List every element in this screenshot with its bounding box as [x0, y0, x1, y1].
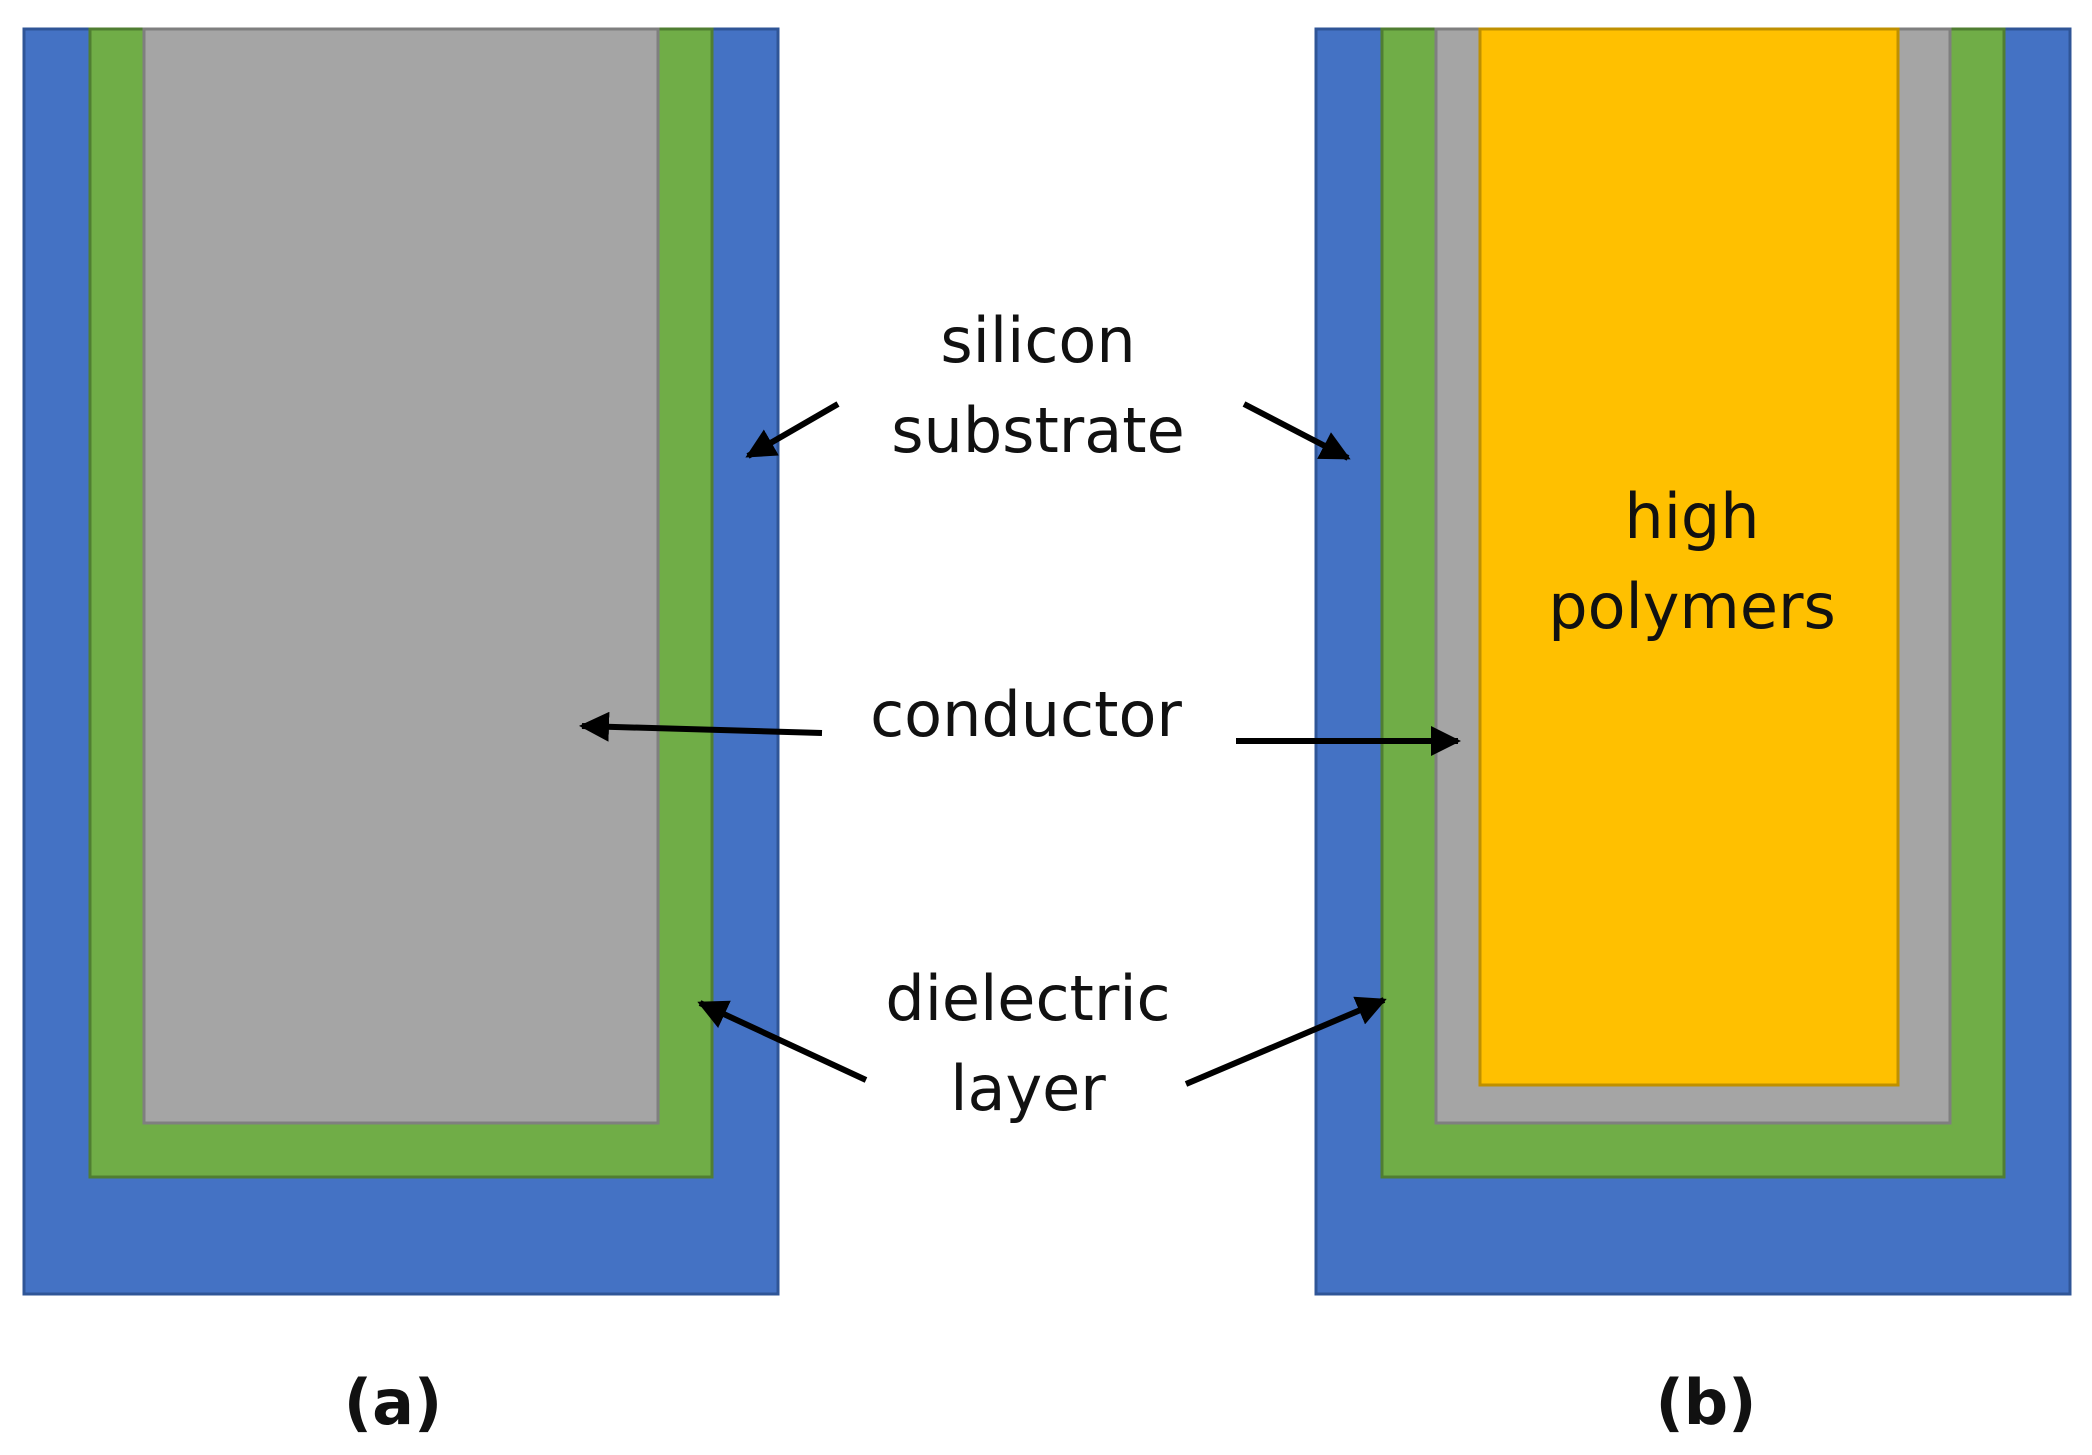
arrow-silicon-to-panel-b	[1242, 401, 1351, 461]
label-high-polymers-line2: polymers	[1548, 570, 1836, 643]
caption-b: (b)	[1655, 1366, 1756, 1439]
panel-b	[1314, 27, 2072, 1296]
label-dielectric-line1: dielectric	[885, 962, 1170, 1035]
label-silicon-line2: substrate	[891, 394, 1185, 467]
panel-b-high-polymers	[1478, 27, 1900, 1087]
arrow-dielectric-to-panel-a	[697, 1000, 868, 1083]
arrow-dielectric-to-panel-b	[1184, 996, 1387, 1087]
caption-a: (a)	[344, 1366, 443, 1439]
label-conductor: conductor	[870, 678, 1182, 751]
label-dielectric-line2: layer	[950, 1052, 1106, 1125]
arrow-silicon-to-panel-a	[745, 401, 840, 459]
panel-a	[22, 27, 780, 1296]
label-high-polymers-line1: high	[1624, 480, 1759, 553]
panel-a-conductor	[142, 27, 660, 1125]
arrow-conductor-to-panel-a	[579, 711, 823, 742]
label-silicon-line1: silicon	[940, 304, 1135, 377]
